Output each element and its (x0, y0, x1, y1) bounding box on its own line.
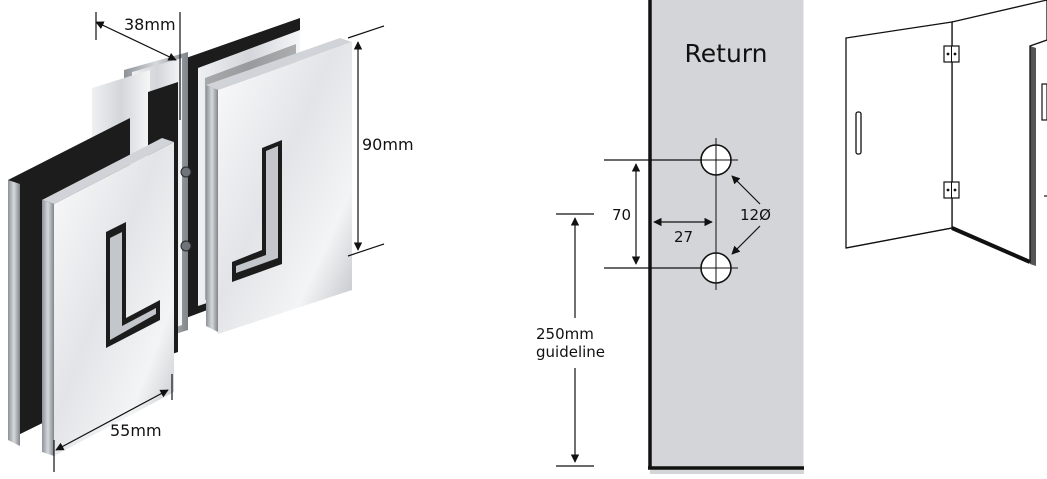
hole-diameter-label: 12Ø (740, 206, 771, 224)
guideline-label-line1: 250mm (536, 325, 594, 343)
dimension-edge-offset: 27 (653, 217, 713, 246)
dimension-55mm: 55mm (53, 374, 173, 472)
door-installation-sketch (845, 0, 1047, 266)
dimension-90mm: 90mm (347, 25, 414, 257)
front-right-plate (206, 38, 352, 334)
hinge-illustration (8, 18, 352, 456)
edge-offset-label: 27 (674, 228, 693, 246)
hole-spacing-label: 70 (612, 206, 631, 224)
hole-diameter-callout: 12Ø (731, 175, 771, 255)
drilling-template: Return 70 27 12Ø (536, 0, 805, 474)
return-label: Return (685, 39, 768, 68)
dimension-90mm-label: 90mm (362, 135, 414, 154)
door-hinge-top-icon (943, 45, 960, 63)
door-handle-icon (855, 111, 862, 155)
dimension-38mm-label: 38mm (124, 15, 176, 34)
dimension-55mm-label: 55mm (110, 421, 162, 440)
dimension-hole-spacing: 70 (604, 159, 700, 269)
dimension-38mm: 38mm (95, 12, 181, 120)
return-panel (650, 0, 804, 474)
front-left-plate (8, 118, 174, 456)
guideline-label-line2: guideline (536, 343, 605, 361)
dimension-guideline: 250mm guideline (536, 213, 605, 467)
door-hinge-bottom-icon (943, 181, 960, 199)
